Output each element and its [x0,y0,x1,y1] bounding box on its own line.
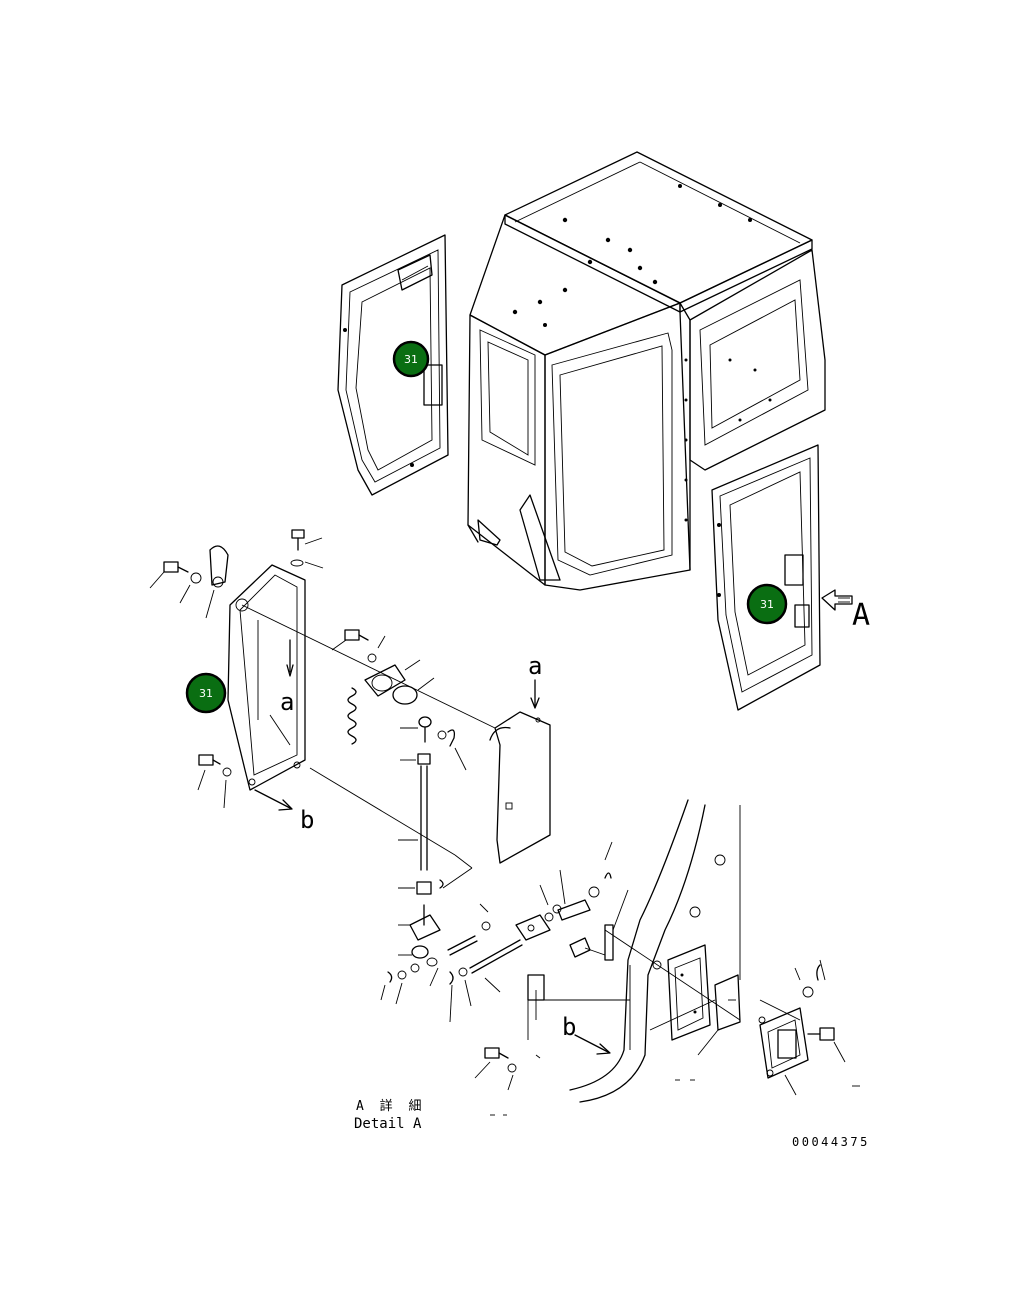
ref-letter-b-left: b [300,806,314,834]
arrow-a-bracket [530,679,540,709]
rod-end [400,716,432,743]
bolt-bottom-left [197,754,232,809]
view-letter-a: A [852,598,870,633]
view-arrow-a [821,589,853,611]
ref-letter-b-detail: b [562,1013,576,1041]
pins [447,903,523,993]
callout-door-right[interactable]: 31 [746,583,788,625]
callout-door-left-label: 31 [404,353,418,366]
cylinder-pin [569,937,606,958]
door-right [711,444,821,711]
latch-bolt [331,629,386,663]
detail-leaders [675,999,736,1081]
drawing-number: 00044375 [792,1135,870,1149]
arrow-b-detail [540,965,631,1055]
lever-bracket [398,904,441,941]
knob-part [205,545,229,619]
striker-plate [758,1007,809,1096]
assembly-leaders [241,604,801,1021]
arrow-b-left [254,789,293,811]
long-rod [398,765,428,871]
nut-upper [400,753,431,765]
screw-top [290,529,324,569]
hinge-block [515,884,562,941]
frame-rivets [684,358,772,522]
ref-letter-a-bracket: a [528,652,542,680]
bolt-bottom-center [474,1047,517,1116]
mount-bracket [489,711,551,864]
washer-ring [392,677,435,705]
detail-caption-english: Detail A [354,1116,422,1132]
link-plate [557,841,613,921]
small-clip [439,879,444,889]
washers-bottom [380,963,472,1023]
roof-bolts [512,184,752,327]
bolt-top-left [149,561,202,604]
nut-lower [398,881,432,895]
detail-caption-japanese: A 詳 細 [356,1098,425,1114]
callout-door-right-label: 31 [760,598,774,611]
door-left [337,234,449,496]
lower-bracket [527,974,545,1059]
callout-cover-plate[interactable]: 31 [185,672,227,714]
cab-body [467,151,826,591]
clip-pin [437,729,467,771]
spring [347,687,357,745]
callout-cover-plate-label: 31 [199,687,213,700]
ref-letter-a-cover: a [280,688,294,716]
leader-a-cover [269,714,291,746]
striker-strip [604,889,629,961]
lock-cylinder [364,659,421,697]
detail-a-door-frame [569,799,741,1103]
cover-plate [227,564,306,791]
callout-door-left[interactable]: 31 [392,340,430,378]
bolt-right [794,959,860,1087]
rod-end-lower [398,945,438,967]
